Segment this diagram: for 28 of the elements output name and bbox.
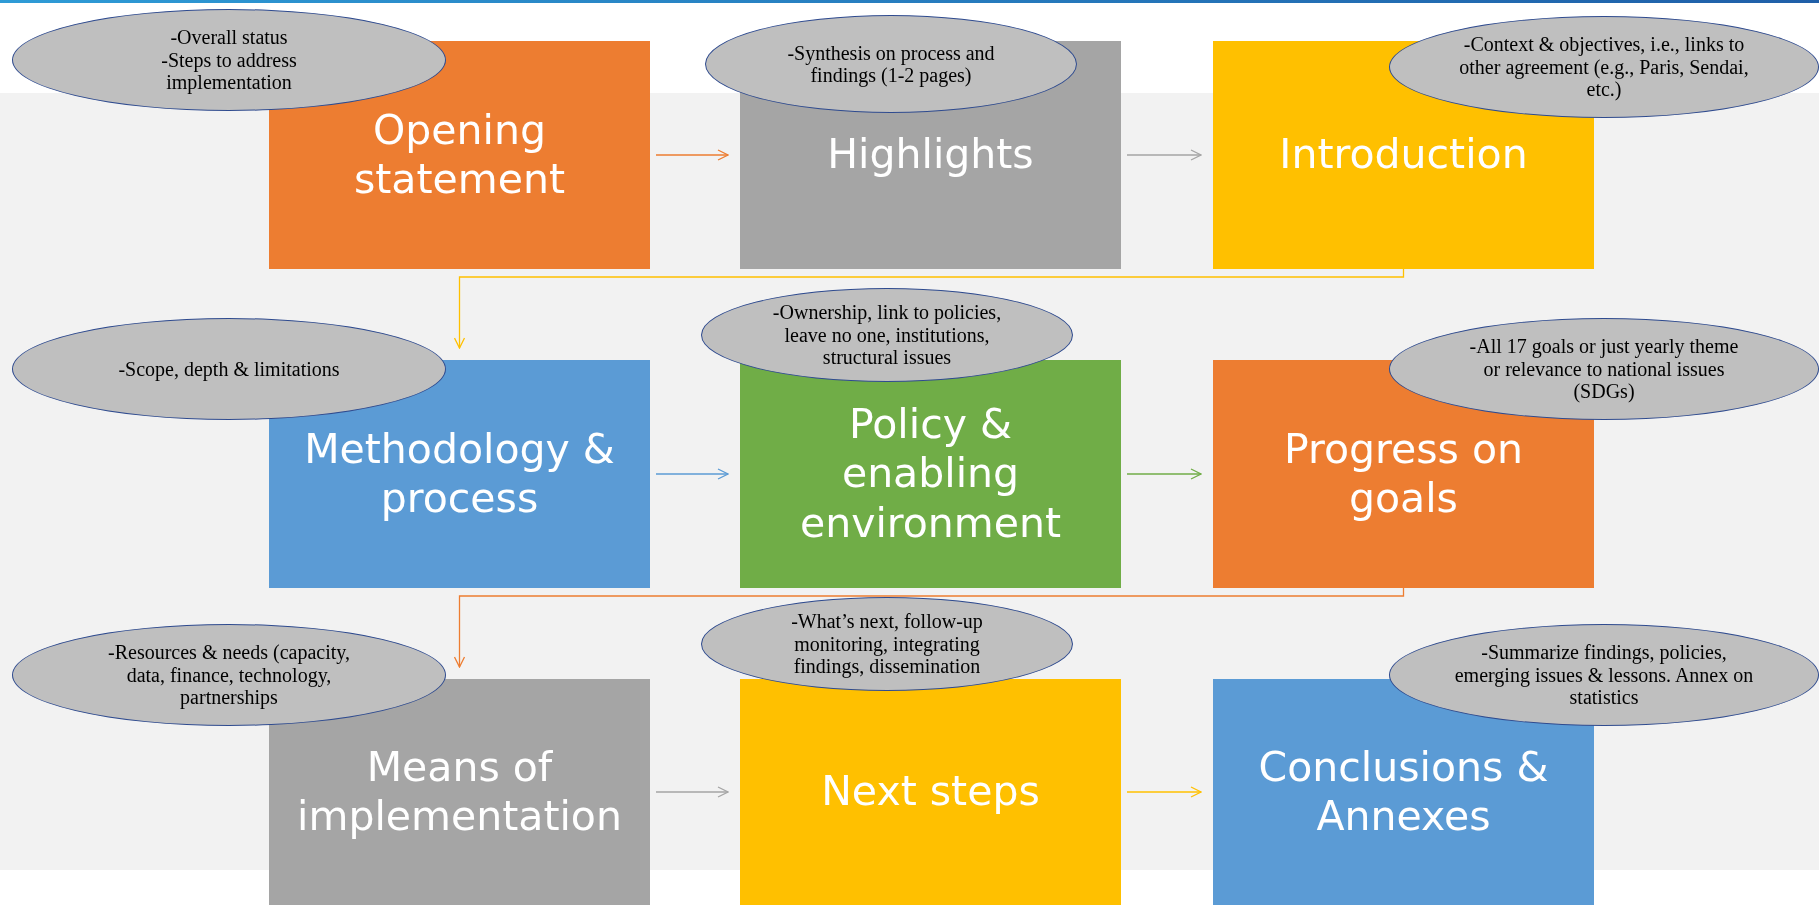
arrow — [1126, 149, 1202, 161]
section-box — [740, 679, 1121, 905]
arrow — [1126, 468, 1202, 480]
section-title: Next steps — [821, 767, 1040, 817]
note-text: -Synthesis on process and findings (1-2 pages) — [786, 41, 996, 87]
note-text: -Summarize findings, policies, emerging issues & lessons. Annex on statistics — [1453, 641, 1755, 709]
arrow — [453, 587, 1405, 668]
section-title: Conclusions & Annexes — [1257, 742, 1550, 842]
note-text: -Context & objectives, i.e., links to other agreement (e.g., Paris, Sendai, etc.) — [1458, 33, 1750, 101]
note-text: -Steps to address implementation — [160, 48, 298, 94]
section-title: Means of implementation — [296, 742, 623, 842]
section-title: Progress on goals — [1282, 424, 1525, 524]
arrow — [655, 149, 729, 161]
note-text: -Overall status — [169, 26, 289, 49]
section-title: Opening statement — [352, 105, 567, 205]
note-text: -All 17 goals or just yearly theme or relevance to national issues (SDGs) — [1468, 335, 1740, 403]
section-title: Policy & enabling environment — [798, 400, 1063, 548]
section-title: Introduction — [1279, 130, 1528, 180]
note-text: -Ownership, link to policies, leave no one, institutions, structural issues — [771, 301, 1003, 369]
arrow — [1126, 786, 1202, 798]
arrow — [453, 268, 1405, 349]
note-text: -Resources & needs (capacity, data, finance, technology, partnerships — [107, 641, 351, 709]
arrow — [655, 468, 729, 480]
section-title: Methodology & process — [303, 424, 616, 524]
note-text: -Scope, depth & limitations — [117, 357, 341, 381]
note-text: -What’s next, follow-up monitoring, integrating findings, dissemination — [790, 610, 984, 678]
section-title: Highlights — [827, 130, 1034, 180]
arrow — [655, 786, 729, 798]
